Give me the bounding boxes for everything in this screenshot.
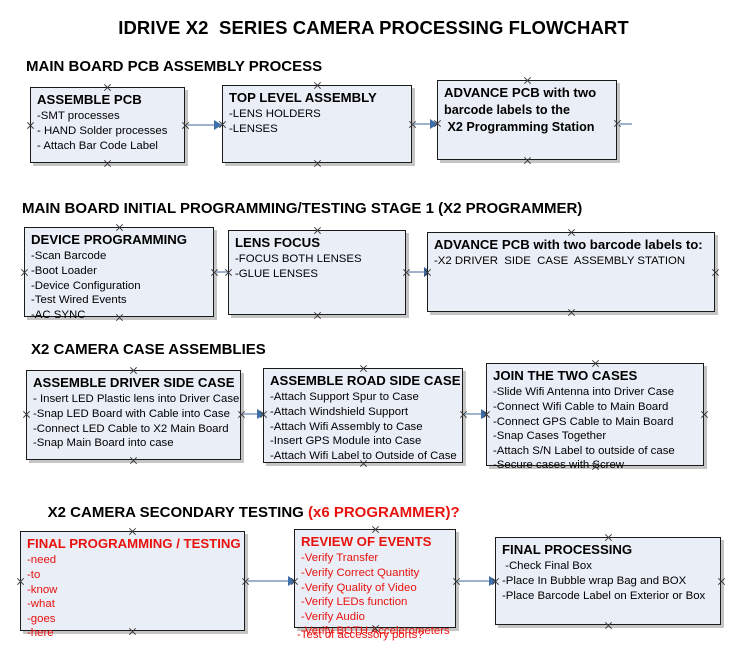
box-line: -goes (27, 612, 56, 625)
box-line: -Verify Quality of Video (301, 581, 417, 594)
box-line: -SMT processes (37, 110, 120, 123)
box-line: -Check Final Box (502, 560, 592, 573)
arrow-shaft (216, 271, 237, 273)
arrow-assemble-pcb-to-top-level-assembly (188, 120, 222, 130)
box-header: FINAL PROCESSING (502, 542, 633, 557)
box-line: -LENSES (229, 122, 278, 135)
box-header: ASSEMBLE DRIVER SIDE CASE (33, 375, 235, 390)
box-line: -Connect LED Cable to X2 Main Board (33, 422, 229, 435)
box-line: -here (27, 627, 54, 640)
box-line: -Place Barcode Label on Exterior or Box (502, 589, 706, 602)
box-line: -Test Wired Events (31, 294, 127, 307)
page-title: IDRIVE X2 SERIES CAMERA PROCESSING FLOWC… (118, 17, 629, 38)
box-line: -AC SYNC (31, 308, 86, 321)
box-header: DEVICE PROGRAMMING (31, 232, 188, 247)
section-title-text: X2 CAMERA SECONDARY TESTING (47, 504, 308, 521)
box-line: -Attach Support Spur to Case (270, 391, 419, 404)
arrow-driver-side-case-to-road-side-case (243, 409, 265, 419)
arrow-shaft (458, 580, 490, 582)
box-line: -Snap Main Board into case (33, 437, 174, 450)
box-top-level-assembly[interactable]: TOP LEVEL ASSEMBLY -LENS HOLDERS -LENSES (222, 85, 412, 163)
box-line: -to (27, 568, 41, 581)
box-line: X2 Programming Station (444, 120, 595, 135)
box-line: -Device Configuration (31, 279, 141, 292)
box-line: -Slide Wifi Antenna into Driver Case (493, 386, 675, 399)
section-title-x2-camera-case-assemblies: X2 CAMERA CASE ASSEMBLIES (31, 341, 266, 358)
box-line: -Snap Cases Together (493, 430, 607, 443)
box-assemble-driver-side-case[interactable]: ASSEMBLE DRIVER SIDE CASE - Insert LED P… (26, 370, 241, 460)
box-line: -Verify Transfer (301, 552, 379, 565)
box-line: -Insert GPS Module into Case (270, 435, 422, 448)
box-line: barcode labels to the (444, 103, 570, 118)
box-overflow-line-review-of-events: -Test of accessory ports? (297, 629, 424, 641)
arrow-shaft (243, 413, 258, 415)
box-header: ADVANCE PCB with two barcode labels to: (434, 237, 703, 252)
box-line: -Scan Barcode (31, 250, 107, 263)
arrow-head-icon (214, 120, 222, 130)
box-line: -X2 DRIVER SIDE CASE ASSEMBLY STATION (434, 255, 686, 268)
box-line: -LENS HOLDERS (229, 108, 321, 121)
box-line: -Snap LED Board with Cable into Case (33, 407, 230, 420)
arrow-head-icon (288, 576, 296, 586)
box-join-the-two-cases[interactable]: JOIN THE TWO CASES -Slide Wifi Antenna i… (486, 363, 704, 471)
box-line: -Verify Correct Quantity (301, 566, 420, 579)
box-line: -Connect GPS Cable to Main Board (493, 415, 674, 428)
box-header: ASSEMBLE ROAD SIDE CASE (270, 373, 461, 388)
box-line: - Insert LED Plastic lens into Driver Ca… (33, 393, 240, 406)
box-line: -Connect Wifi Cable to Main Board (493, 400, 669, 413)
box-line: -know (27, 583, 58, 596)
box-header: ASSEMBLE PCB (37, 92, 142, 107)
section-title-main-board-initial-programming-testing-stage-1: MAIN BOARD INITIAL PROGRAMMING/TESTING S… (22, 200, 583, 217)
box-line: -Verify LEDs function (301, 596, 408, 609)
arrow-review-of-events-to-final-processing (458, 576, 497, 586)
box-header: JOIN THE TWO CASES (493, 368, 638, 383)
arrow-shaft (247, 580, 289, 582)
arrow-top-level-assembly-to-advance-pcb (414, 119, 438, 129)
arrow-head-icon (430, 119, 438, 129)
box-line: -Attach Windshield Support (270, 405, 409, 418)
arrow-road-side-case-to-join-the-two-cases (465, 409, 489, 419)
box-header: FINAL PROGRAMMING / TESTING (27, 536, 241, 551)
connector-stub (618, 123, 632, 125)
box-assemble-pcb[interactable]: ASSEMBLE PCB -SMT processes - HAND Solde… (30, 87, 185, 163)
box-review-of-events[interactable]: REVIEW OF EVENTS -Verify Transfer -Verif… (294, 529, 456, 637)
box-final-processing[interactable]: FINAL PROCESSING -Check Final Box -Place… (495, 537, 721, 625)
section-title-accent: (x6 PROGRAMMER)? (307, 504, 460, 521)
box-line: -Attach S/N Label to outside of case (493, 444, 675, 457)
box-line: -Place In Bubble wrap Bag and BOX (502, 574, 687, 587)
box-line: - HAND Solder processes (37, 124, 168, 137)
box-line: -what (27, 598, 55, 611)
box-header: TOP LEVEL ASSEMBLY (229, 90, 377, 105)
box-device-programming[interactable]: DEVICE PROGRAMMING -Scan Barcode -Boot L… (24, 227, 214, 321)
arrow-shaft (414, 123, 431, 125)
box-advance-pcb-to-programming-station[interactable]: ADVANCE PCB with two barcode labels to t… (437, 80, 617, 160)
box-header: LENS FOCUS (235, 235, 320, 250)
box-header: REVIEW OF EVENTS (301, 534, 432, 549)
box-line: -Secure cases with Screw (493, 459, 625, 472)
section-title-main-board-pcb-assembly-process: MAIN BOARD PCB ASSEMBLY PROCESS (26, 58, 323, 75)
box-line: -FOCUS BOTH LENSES (235, 253, 362, 266)
box-line: -Verify BOTH Accelerometers (301, 625, 450, 638)
section-title-x2-camera-secondary-testing: X2 CAMERA SECONDARY TESTING (x6 PROGRAMM… (31, 487, 460, 538)
box-line: - Attach Bar Code Label (37, 139, 158, 152)
arrow-shaft (188, 124, 215, 126)
box-line: -Attach Wifi Label to Outside of Case (270, 449, 457, 462)
arrow-head-icon (481, 409, 489, 419)
box-final-programming-testing[interactable]: FINAL PROGRAMMING / TESTING -need -to -k… (20, 531, 245, 639)
box-line: -Attach Wifi Assembly to Case (270, 420, 423, 433)
arrow-shaft (408, 271, 425, 273)
box-assemble-road-side-case[interactable]: ASSEMBLE ROAD SIDE CASE -Attach Support … (263, 368, 463, 463)
arrow-head-icon (489, 576, 497, 586)
box-line: -Boot Loader (31, 264, 97, 277)
arrow-head-icon (257, 409, 265, 419)
box-line: -need (27, 554, 57, 567)
arrow-shaft (465, 413, 482, 415)
box-header: ADVANCE PCB with two (444, 85, 597, 100)
box-line: -Verify Audio (301, 610, 365, 623)
box-line: -GLUE LENSES (235, 267, 318, 280)
arrow-final-programming-to-review-of-events (247, 576, 296, 586)
box-advance-pcb-to-driver-side-case-assembly[interactable]: ADVANCE PCB with two barcode labels to: … (427, 232, 715, 312)
box-lens-focus[interactable]: LENS FOCUS -FOCUS BOTH LENSES -GLUE LENS… (228, 230, 406, 315)
